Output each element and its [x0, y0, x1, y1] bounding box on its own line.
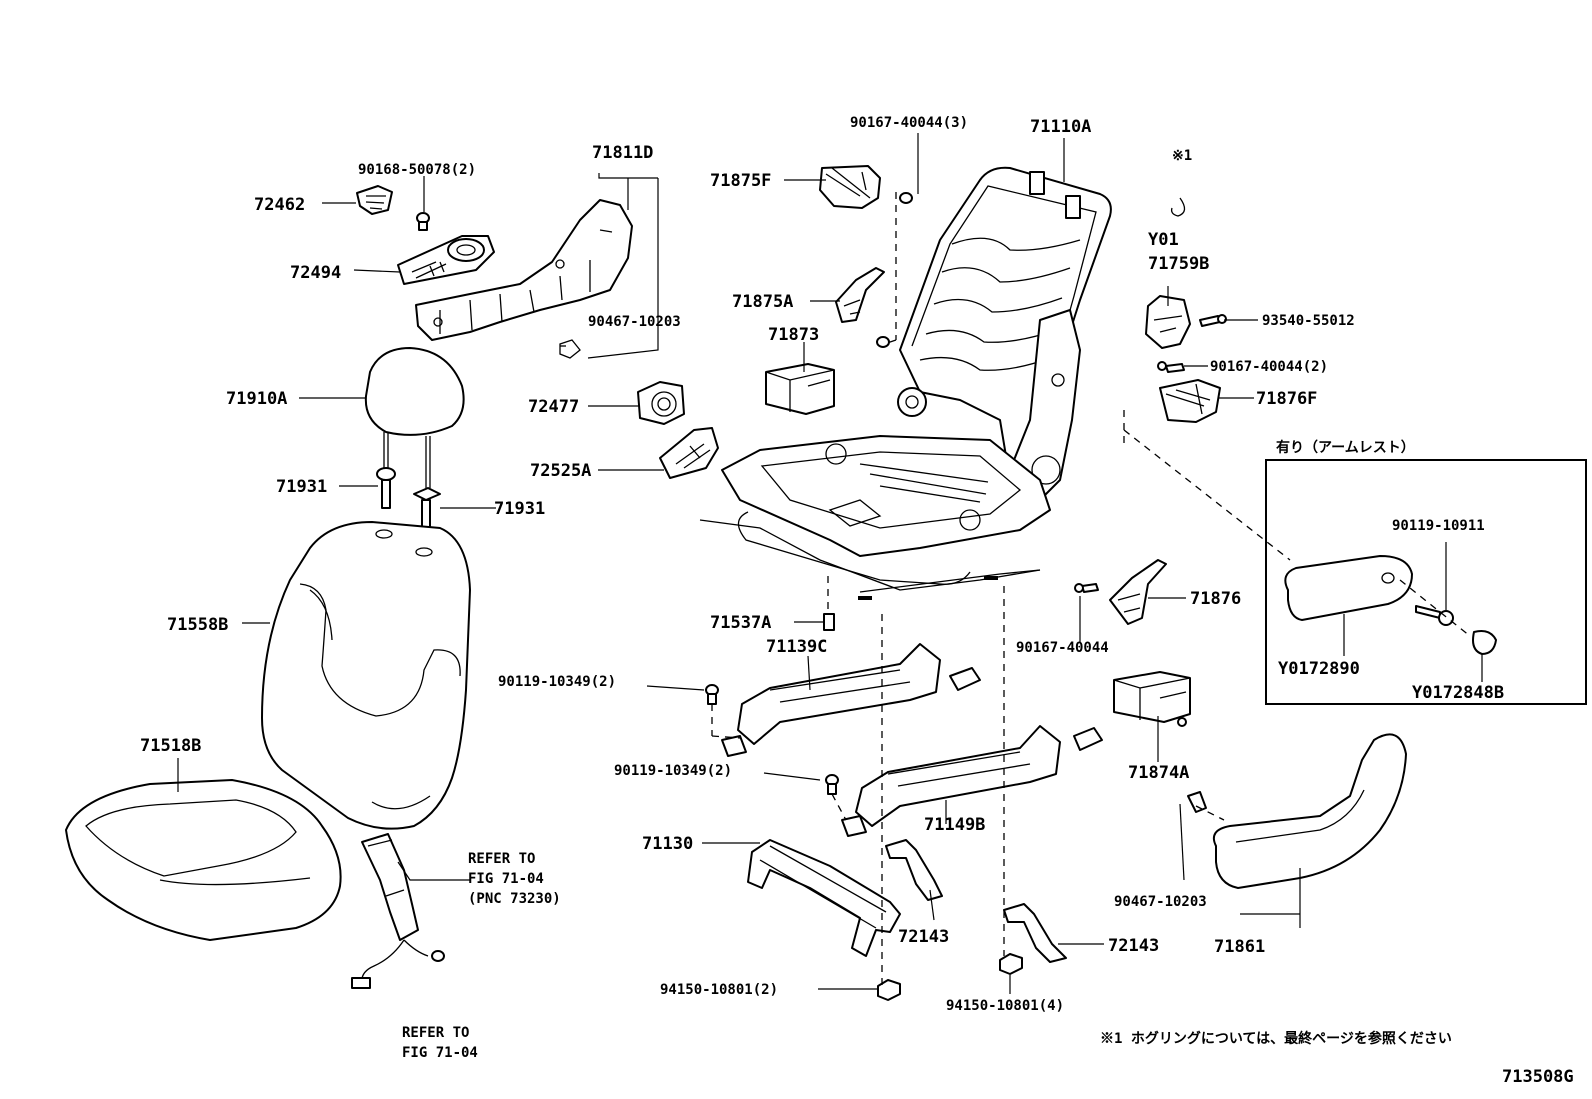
part-72462-drawing — [356, 185, 393, 215]
part-71931-guide-right-drawing — [413, 487, 441, 529]
part-71875F-drawing — [819, 165, 913, 209]
part-72494-drawing — [397, 235, 495, 285]
screw-90168-50078-drawing — [416, 212, 430, 231]
part-71931-guide-left-drawing — [376, 467, 396, 509]
part-72143-bracket-a-drawing — [885, 839, 943, 901]
part-71811D-drawing — [415, 199, 633, 359]
label-94150-10801-4: 94150-10801(4) — [946, 998, 1064, 1014]
label-refer-to-2: REFER TO — [402, 1025, 469, 1041]
label-71931-left: 71931 — [276, 477, 327, 497]
part-72143-bracket-b-drawing — [1003, 903, 1067, 963]
label-94150-10801-2: 94150-10801(2) — [660, 982, 778, 998]
label-pnc-73230: (PNC 73230) — [468, 891, 561, 907]
label-72143-b: 72143 — [1108, 936, 1159, 956]
figure-id: 713508G — [1502, 1067, 1574, 1087]
part-71537A-drawing — [823, 613, 835, 631]
dashed-assembly-lines — [560, 192, 1471, 986]
label-71875F: 71875F — [710, 171, 771, 191]
label-Y0172890: Y0172890 — [1278, 659, 1360, 679]
label-71130: 71130 — [642, 834, 693, 854]
label-71875A: 71875A — [732, 292, 793, 312]
label-90467-10203-bottom: 90467-10203 — [1114, 894, 1207, 910]
label-y01: Y01 — [1148, 230, 1179, 250]
part-71861-armrest-drawing — [1187, 733, 1407, 889]
label-refer-to-1: REFER TO — [468, 851, 535, 867]
part-71876-drawing — [1074, 559, 1167, 625]
nut-94150-10801-4-drawing — [999, 953, 1023, 975]
label-72494: 72494 — [290, 263, 341, 283]
part-71874A-drawing — [1113, 671, 1191, 727]
label-71861: 71861 — [1214, 937, 1265, 957]
armrest-option-box — [1265, 459, 1587, 705]
label-71876: 71876 — [1190, 589, 1241, 609]
label-90167-40044-2: 90167-40044(2) — [1210, 359, 1328, 375]
part-71873-drawing — [765, 363, 835, 415]
part-71518B-cushion-cover-drawing — [65, 779, 342, 941]
label-armrest-header: 有り（アームレスト） — [1276, 439, 1415, 456]
label-90167-40044: 90167-40044 — [1016, 640, 1109, 656]
label-fig-71-04-2: FIG 71-04 — [402, 1045, 478, 1061]
label-72477: 72477 — [528, 397, 579, 417]
part-71875A-drawing — [835, 267, 890, 348]
label-90467-10203-top: 90467-10203 — [588, 314, 681, 330]
part-71139C-rail-drawing — [705, 643, 981, 757]
label-71537A: 71537A — [710, 613, 771, 633]
label-90168-50078: 90168-50078(2) — [358, 162, 476, 178]
label-90167-40044-3: 90167-40044(3) — [850, 115, 968, 131]
label-71811D: 71811D — [592, 143, 653, 163]
screw-90167-40044-2-drawing — [1157, 361, 1185, 373]
label-note-mark: ※1 — [1172, 148, 1192, 164]
label-71518B: 71518B — [140, 736, 201, 756]
label-71876F: 71876F — [1256, 389, 1317, 409]
leader-lines — [177, 133, 1483, 994]
part-72525A-drawing — [659, 427, 719, 479]
label-90119-10911: 90119-10911 — [1392, 518, 1485, 534]
part-71558B-seatback-cover-drawing — [261, 521, 471, 830]
label-93540-55012: 93540-55012 — [1262, 313, 1355, 329]
seat-belt-buckle-drawing — [351, 833, 445, 989]
label-71759B: 71759B — [1148, 254, 1209, 274]
part-71759B-drawing — [1145, 295, 1191, 349]
label-90119-10349-a: 90119-10349(2) — [498, 674, 616, 690]
label-fig-71-04-1: FIG 71-04 — [468, 871, 544, 887]
part-labels: 72462 90168-50078(2) 72494 71811D 90467-… — [140, 115, 1574, 1087]
part-71910A-headrest-drawing — [364, 347, 465, 488]
label-71931-right: 71931 — [494, 499, 545, 519]
label-71910A: 71910A — [226, 389, 287, 409]
hog-ring-drawing — [1170, 197, 1186, 217]
label-71558B: 71558B — [167, 615, 228, 635]
label-71149B: 71149B — [924, 815, 985, 835]
label-Y0172848B: Y0172848B — [1412, 683, 1504, 703]
label-72525A: 72525A — [530, 461, 591, 481]
label-71110A: 71110A — [1030, 117, 1091, 137]
footnote-hog-ring: ※1 ホグリングについては、最終ページを参照ください — [1100, 1030, 1452, 1047]
part-72477-drawing — [637, 381, 685, 425]
label-71874A: 71874A — [1128, 763, 1189, 783]
label-72462: 72462 — [254, 195, 305, 215]
part-71149B-rail-drawing — [825, 725, 1103, 837]
part-71110A-seat-frame-drawing — [699, 166, 1112, 600]
label-71139C: 71139C — [766, 637, 827, 657]
screw-93540-55012-drawing — [1199, 314, 1227, 327]
label-71873: 71873 — [768, 325, 819, 345]
part-71130-drawing — [747, 839, 901, 957]
label-72143-a: 72143 — [898, 927, 949, 947]
part-71876F-drawing — [1159, 379, 1221, 423]
nut-94150-10801-2-drawing — [877, 979, 901, 1001]
label-90119-10349-b: 90119-10349(2) — [614, 763, 732, 779]
